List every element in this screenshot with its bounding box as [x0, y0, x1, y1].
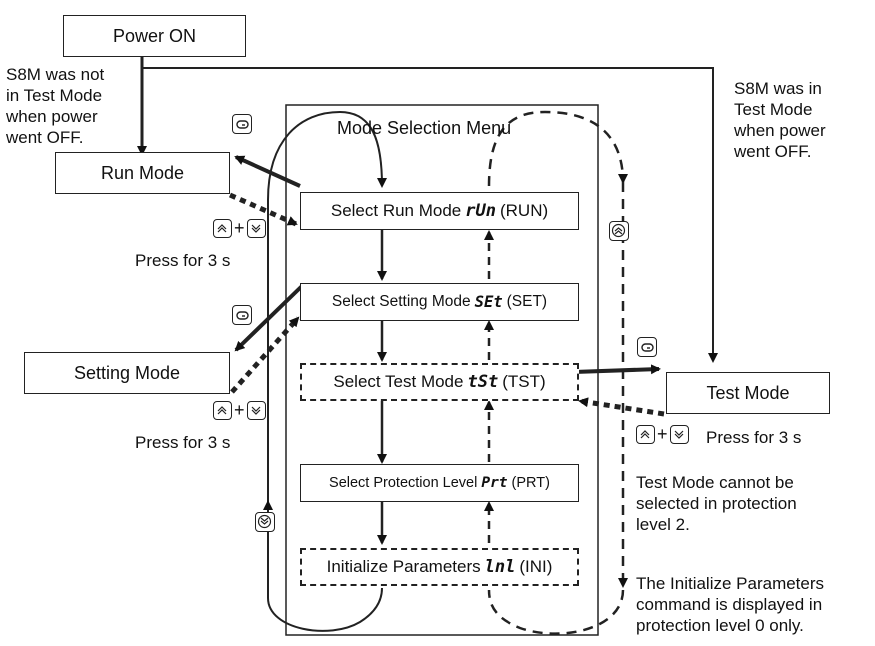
setting-mode-box: Setting Mode: [24, 352, 230, 394]
note-line: when power: [6, 107, 98, 126]
left-return-line: [267, 200, 383, 632]
item-abbr: (RUN): [499, 201, 549, 220]
select-set-to-setting-arrow: [234, 284, 304, 352]
power-to-test-arrow: [142, 67, 718, 363]
up-down-combo-run: +: [213, 218, 266, 239]
bottom-dashed-loop: [487, 589, 625, 635]
mode-key-icon: [637, 337, 657, 357]
test-to-select-dotted: [578, 397, 665, 417]
item-abbr: (SET): [506, 293, 548, 310]
item-abbr: (INI): [519, 557, 553, 576]
select-run-to-run-arrow: [234, 155, 301, 188]
up-key-icon: [213, 401, 232, 420]
note-line: in Test Mode: [6, 86, 103, 105]
note-line: went OFF.: [6, 128, 84, 147]
run-mode-box: Run Mode: [55, 152, 230, 194]
item-label: Select Test Mode: [333, 372, 464, 391]
menu-title: Mode Selection Menu: [337, 118, 512, 138]
item-abbr: (PRT): [511, 475, 550, 491]
note-line: S8M was in: [734, 79, 822, 98]
in-test-note: S8M was in Test Mode when power went OFF…: [734, 78, 826, 162]
down-key-icon: [669, 425, 689, 444]
segment-code: rUn: [465, 201, 496, 221]
press-3s-test: Press for 3 s: [706, 428, 802, 447]
initialize-parameters-item: Initialize Parameters lnl (INI): [300, 548, 579, 586]
item-label: Select Protection Level: [329, 475, 478, 491]
up-key-icon: [636, 425, 655, 444]
up-key-icon: [609, 221, 629, 241]
up-key-icon: [213, 219, 232, 238]
item-label: Initialize Parameters: [326, 557, 481, 576]
mode-key-icon: [232, 305, 252, 325]
note-line: level 2.: [636, 515, 690, 534]
top-right-dashed-loop: [487, 110, 628, 187]
mode-key-icon: [232, 114, 252, 134]
select-setting-mode-item: Select Setting Mode SEt (SET): [300, 283, 579, 321]
note-line: command is displayed in: [636, 595, 823, 614]
power-on-box: Power ON: [63, 15, 246, 57]
press-3s-run: Press for 3 s: [135, 251, 231, 270]
test-mode-box: Test Mode: [666, 372, 830, 414]
item-abbr: (TST): [502, 372, 546, 391]
down-key-icon: [255, 512, 275, 532]
segment-code: SEt: [474, 293, 503, 311]
note-line: selected in protection: [636, 494, 797, 513]
up-down-combo-setting: +: [213, 400, 266, 421]
note-line: went OFF.: [734, 142, 812, 161]
init-note: The Initialize Parameters command is dis…: [636, 573, 824, 636]
test-mode-note: Test Mode cannot be selected in protecti…: [636, 472, 797, 535]
select-test-to-test-arrow: [573, 364, 661, 375]
segment-code: Prt: [481, 475, 508, 491]
note-line: Test Mode cannot be: [636, 473, 794, 492]
select-protection-level-item: Select Protection Level Prt (PRT): [300, 464, 579, 502]
down-key-icon: [246, 219, 266, 238]
select-run-mode-item: Select Run Mode rUn (RUN): [300, 192, 579, 230]
note-line: when power: [734, 121, 826, 140]
note-line: The Initialize Parameters: [636, 574, 825, 593]
segment-code: tSt: [467, 372, 499, 392]
note-line: Test Mode: [734, 100, 813, 119]
note-line: S8M was not: [6, 65, 105, 84]
top-left-loop: [267, 110, 387, 201]
note-line: protection level 0 only.: [636, 616, 804, 635]
item-label: Select Setting Mode: [331, 293, 471, 310]
setting-to-select-dotted: [230, 316, 300, 394]
not-in-test-note: S8M was not in Test Mode when power went…: [6, 64, 104, 148]
up-down-combo-test: +: [636, 424, 689, 445]
down-key-icon: [246, 401, 266, 420]
run-to-select-dotted: [228, 192, 298, 227]
segment-code: lnl: [484, 557, 516, 577]
press-3s-setting: Press for 3 s: [135, 433, 231, 452]
select-test-mode-item: Select Test Mode tSt (TST): [300, 363, 579, 401]
item-label: Select Run Mode: [330, 201, 462, 220]
